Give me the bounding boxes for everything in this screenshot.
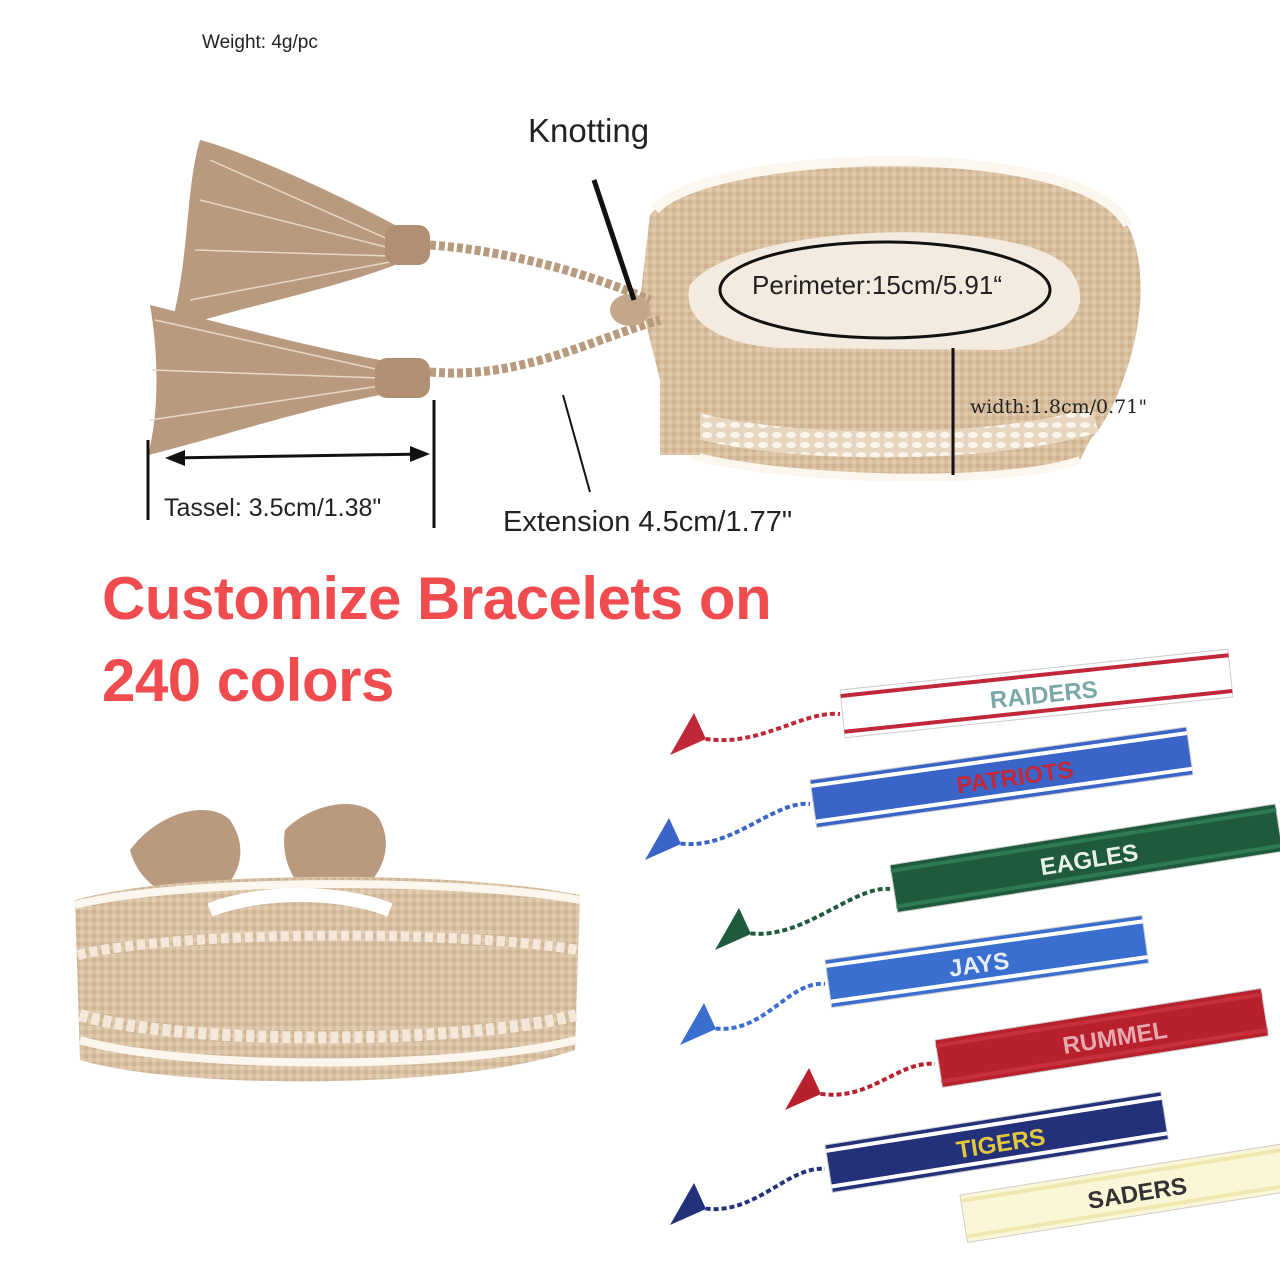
band-stripe [825,1095,1163,1153]
arrow-right-icon [410,446,430,462]
knotting-label: Knotting [528,112,650,149]
band-stripe [825,919,1143,968]
band-eagles: EAGLES [889,803,1280,913]
band-body [889,803,1280,913]
band-stripe [941,1027,1268,1084]
bracelet-band [640,156,1141,482]
band-stripe [840,653,1229,698]
band-stripe [815,766,1193,824]
braided-cord [429,240,662,378]
tassel-left [130,810,241,900]
band-tassel [785,1068,821,1110]
band-cord [664,801,811,847]
arrow-left-icon [165,450,185,466]
band-tassel [670,1183,706,1225]
band-saders: SADERS [959,1142,1280,1243]
band-cord [689,1166,826,1212]
band-stripe [844,689,1233,734]
band-jays: JAYS [824,914,1150,1009]
band-stripe [896,843,1280,909]
band-stripe [830,955,1149,1004]
band-cord [804,1061,936,1097]
extension-pointer [562,394,591,493]
tassel-label: Tassel: 3.5cm/1.38" [164,494,382,522]
band-stripe [966,1182,1280,1239]
width-label: width:1.8cm/0.71" [970,396,1148,418]
band-tigers: TIGERS [824,1091,1169,1193]
band-cord [734,886,891,936]
band-rummel: RUMMEL [934,987,1270,1088]
knotting-pointer [591,179,637,301]
headline: Customize Bracelets on 240 colors [102,558,772,722]
band-cord [689,711,841,743]
tassel-right [284,803,386,900]
band-tassel [670,713,706,755]
perimeter-label: Perimeter:15cm/5.91“ [752,270,1002,300]
band-body [824,1091,1169,1193]
band-body [839,648,1234,739]
headline-line-2: 240 colors [102,647,394,714]
band-body [934,987,1270,1088]
headline-line-1: Customize Bracelets on [102,565,772,632]
band-body [824,914,1150,1009]
band-stripe [831,1131,1168,1189]
perimeter-ellipse [718,240,1052,340]
bracelet-photo [74,803,581,1082]
tassel-arrow [169,452,426,460]
extension-label: Extension 4.5cm/1.77" [503,506,793,538]
band-body [809,726,1194,829]
band-stripe [935,992,1263,1048]
band-tassel [680,1003,716,1045]
band-raiders: RAIDERS [839,648,1234,739]
band-body [959,1142,1280,1243]
band-stripe [890,807,1277,873]
custom-bands: RAIDERSPATRIOTSEAGLESJAYSRUMMELTIGERSSAD… [645,648,1280,1243]
band-tassel [715,908,751,950]
band-stripe [810,731,1188,788]
band-tassel [645,818,681,860]
weight-label: Weight: 4g/pc [202,32,318,53]
band-stripe [960,1147,1280,1203]
band-patriots: PATRIOTS [809,726,1194,829]
tassel-lower [148,305,430,455]
band-cord [699,981,826,1031]
bracelet-diagram [146,140,1141,528]
tassel-upper [170,140,430,330]
